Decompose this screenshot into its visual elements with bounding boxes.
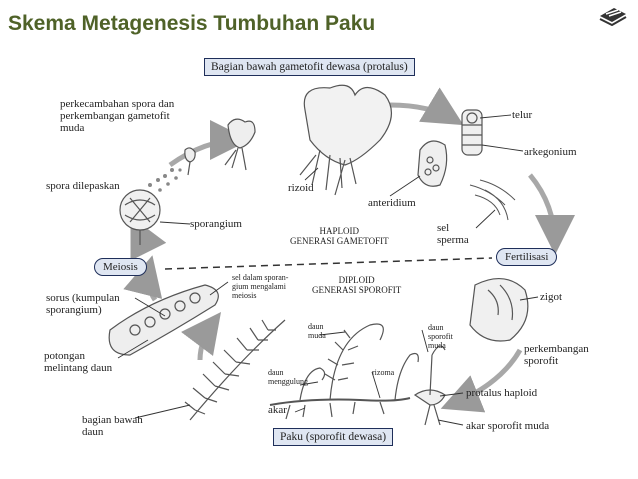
sel-sperma-label: sel sperma [437,222,469,246]
cycle-arrow-6 [123,255,163,302]
sporangium-illustration [119,189,161,245]
sporangium-label: sporangium [190,218,242,230]
cycle-arrow-2 [389,87,464,126]
cycle-arrow-3 [528,173,575,255]
page-title: Skema Metagenesis Tumbuhan Paku [8,12,376,35]
sorus-illustration [108,284,219,356]
sel-dalam-sporangium-label: sel dalam sporan- gium mengalami meiosis [232,273,289,300]
daun-menggulung-label: daun menggulung [268,368,308,386]
sperma-illustration [469,179,516,221]
akar-label: akar [268,404,287,416]
cycle-arrow-4 [440,348,523,413]
protalus-illustration [299,84,392,196]
protalus-haploid-label: protalus haploid [466,387,538,399]
slides-logo-icon [599,8,627,26]
adult-fern-illustration [184,319,419,421]
akar-sporofit-muda-label: akar sporofit muda [466,420,550,432]
rizoid-label: rizoid [288,182,314,194]
sporofit-box: Paku (sporofit dewasa) [273,428,394,446]
daun-muda-label: daun muda [308,322,326,340]
young-gametophyte-illustration [184,118,256,176]
cycle-arrow-1 [168,120,250,168]
released-spores [148,168,182,192]
daun-sporofit-muda-label: daun sporofit muda [428,323,453,350]
potongan-melintang-label: potongan melintang daun [44,350,113,374]
sorus-label: sorus (kumpulan sporangium) [46,292,120,316]
perkembangan-sporofit-label: perkembangan sporofit [524,343,589,367]
cycle-arrow-5 [181,311,221,361]
fertilisasi-oval: Fertilisasi [496,248,558,266]
protalus-box: Bagian bawah gametofit dewasa (protalus) [204,58,415,76]
rizoma-label: rizoma [372,368,395,377]
pointer-lines [117,114,539,426]
meiosis-oval: Meiosis [94,258,147,276]
anteridium-label: anteridium [368,197,416,209]
haploid-label: HAPLOID GENERASI GAMETOFIT [290,226,389,246]
spora-label: spora dilepaskan [46,180,120,192]
zigot-label: zigot [540,291,562,303]
diploid-label: DIPLOID GENERASI SPOROFIT [312,275,402,295]
arkegonium-label: arkegonium [524,146,577,158]
young-sporophyte-illustration [413,345,446,426]
archegonium-illustration [461,109,483,156]
telur-label: telur [512,109,533,121]
antheridium-illustration [417,140,448,187]
perkecambahan-label: perkecambahan spora dan perkembangan gam… [60,98,175,134]
bagian-bawah-daun-label: bagian bawah daun [82,414,143,438]
generation-divider [164,257,493,270]
zygote-illustration [469,278,529,342]
